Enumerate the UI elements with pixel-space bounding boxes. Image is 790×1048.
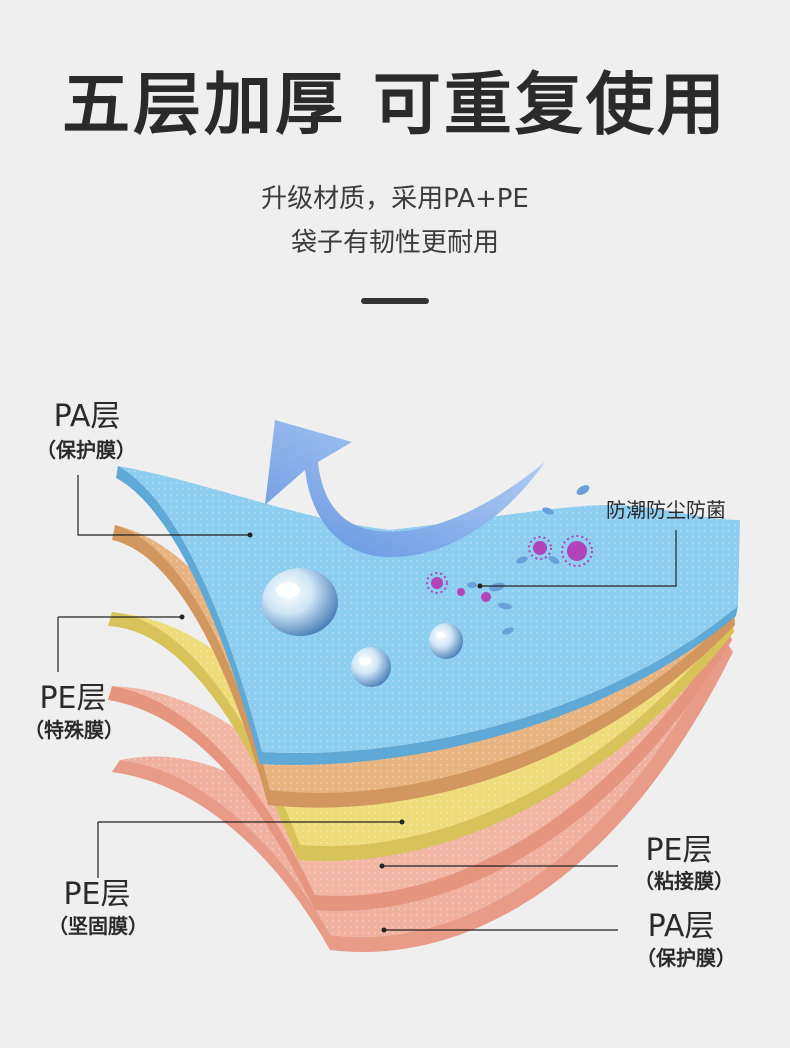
title-divider: [361, 298, 429, 304]
layer-sublabel-pa-bottom: （保护膜）: [636, 946, 736, 970]
layer-sublabel-pa-top: （保护膜）: [36, 438, 136, 462]
layer-sublabel-pe-special: （特殊膜）: [24, 718, 124, 742]
arrow-up-icon: [265, 420, 545, 558]
virus-icon: [426, 535, 593, 602]
pa-protect-layer-bottom: [112, 590, 733, 953]
subtitle-line-2: 袋子有韧性更耐用: [290, 228, 499, 258]
layer-sublabel-pe-strong: （坚固膜）: [48, 914, 148, 938]
feature-label: 防潮防尘防菌: [606, 498, 726, 522]
layer-label-pa-bottom: PA层: [647, 909, 715, 944]
layer-label-pe-special: PE层: [39, 681, 107, 716]
water-drop-icon: [429, 623, 463, 659]
layer-label-pa-top: PA层: [53, 399, 121, 434]
water-drop-icon: [262, 568, 338, 636]
water-drop-icon: [351, 647, 391, 687]
pa-protect-layer-top: [116, 466, 740, 765]
leader-lines: [57, 475, 677, 931]
leader-feature: [480, 530, 677, 587]
layer-sublabel-pe-adhesive: （粘接膜）: [634, 869, 734, 893]
leader-pa-top: [77, 475, 250, 536]
layer-label-pe-strong: PE层: [63, 877, 131, 912]
page-title: 五层加厚 可重复使用: [62, 66, 728, 145]
bacteria-icon: [467, 485, 590, 635]
layer-label-pe-adhesive: PE层: [645, 833, 713, 868]
subtitle-line-1: 升级材质，采用PA+PE: [261, 184, 529, 214]
